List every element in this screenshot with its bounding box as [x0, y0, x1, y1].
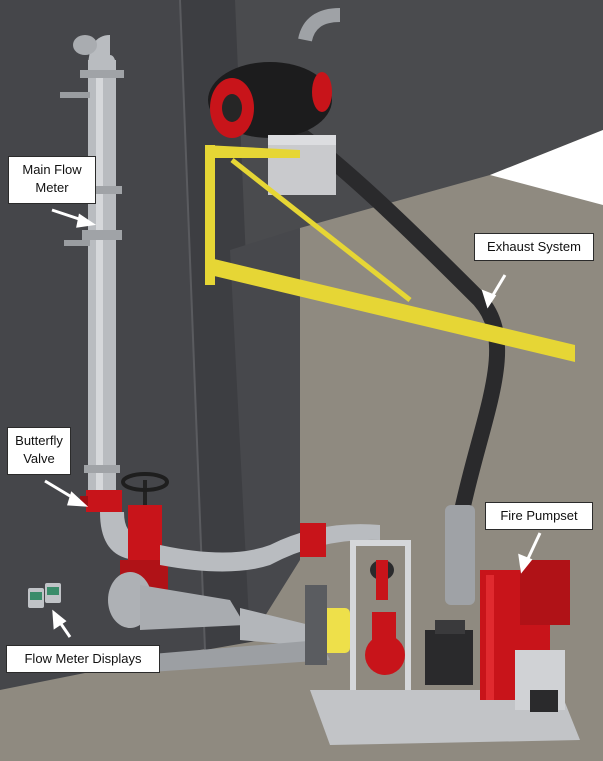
gate-valve-handwheel — [121, 472, 169, 492]
flow-meter-displays-label: Flow Meter Displays — [6, 645, 160, 673]
pump-motor — [425, 630, 473, 685]
gate-valve-body — [128, 505, 162, 565]
lit-floor-patch — [490, 130, 603, 205]
exhaust-silencer — [445, 505, 475, 605]
pump-volute — [365, 635, 405, 675]
yellow-tank — [320, 608, 350, 653]
main-flow-meter-label: Main Flow Meter — [8, 156, 96, 204]
fire-pumpset-label: Fire Pumpset — [485, 502, 593, 530]
butterfly-valve — [86, 490, 122, 512]
right-wall-lower — [230, 228, 300, 640]
butterfly-valve-label: Butterfly Valve — [7, 427, 71, 475]
callout-arrows — [44, 208, 542, 638]
reducer-pipe — [140, 585, 245, 630]
pump-skid — [310, 690, 580, 745]
wall-column — [180, 0, 262, 650]
control-panel-red — [300, 523, 326, 557]
exhaust-system-label: Exhaust System — [474, 233, 594, 261]
